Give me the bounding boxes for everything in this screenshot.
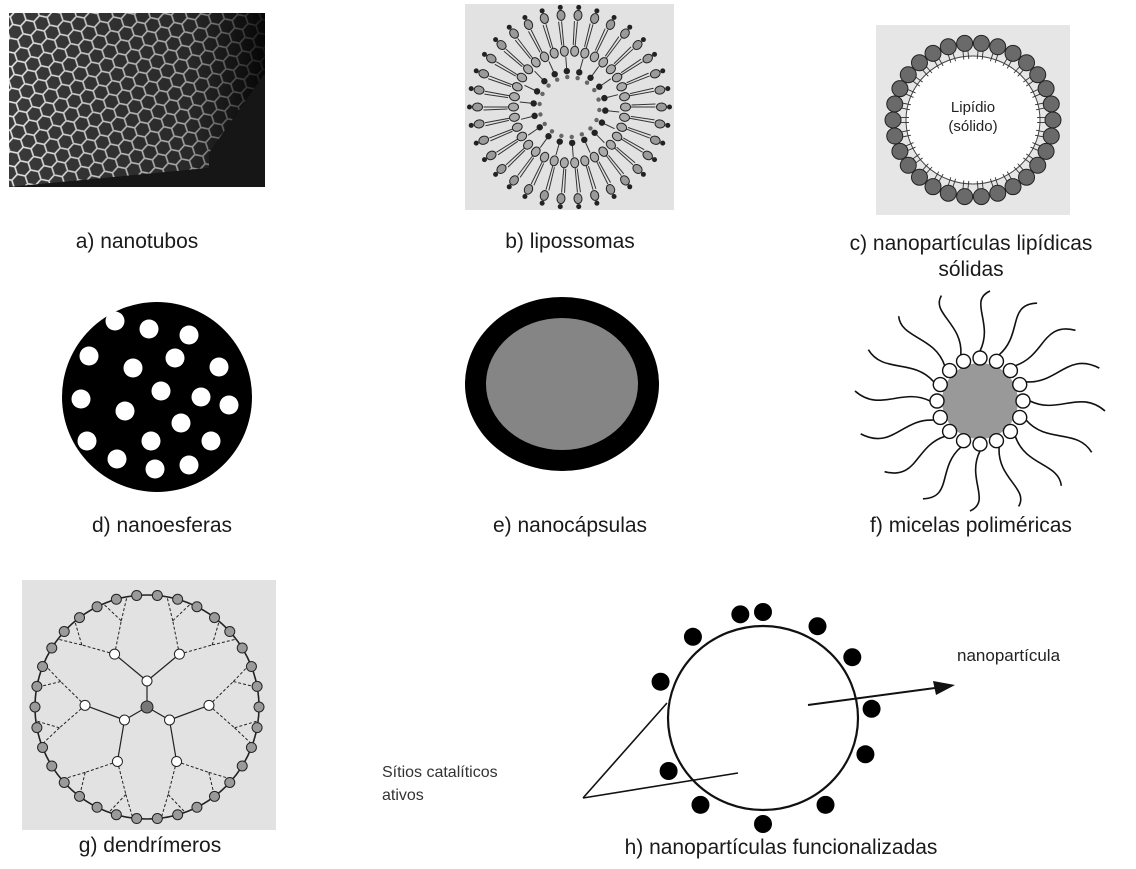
caption-c-line2: sólidas xyxy=(800,257,1136,283)
caption-lipossomas: b) lipossomas xyxy=(470,229,670,255)
nanoparticle-label: nanopartícula xyxy=(957,646,1061,665)
caption-dendrimeros: g) dendrímeros xyxy=(50,833,250,859)
lipid-label: Lipídio xyxy=(951,99,995,116)
caption-nanoparticulas-funcionalizadas: h) nanopartículas funcionalizadas xyxy=(556,835,1006,861)
nanocapsule-image xyxy=(463,296,663,476)
caption-c-line1: c) nanopartículas lipídicas xyxy=(800,231,1136,257)
solid-lipid-nanoparticle-image: Lipídio (sólido) xyxy=(876,25,1070,215)
polymeric-micelle-image xyxy=(848,288,1108,498)
caption-nanoesferas: d) nanoesferas xyxy=(62,513,262,539)
nanosphere-image xyxy=(58,298,258,498)
dendrimer-image xyxy=(22,580,276,830)
lipid-state-label: (sólido) xyxy=(948,118,997,135)
caption-nanocapsulas: e) nanocápsulas xyxy=(470,513,670,539)
active-sites-label-line2: ativos xyxy=(382,787,424,804)
active-sites-label: Sítios catalíticos xyxy=(382,764,498,781)
functionalized-nanoparticle-image: nanopartícula Sítios catalíticos ativos xyxy=(370,585,1130,825)
nanotube-image xyxy=(9,13,265,187)
caption-nanotubos: a) nanotubos xyxy=(37,229,237,255)
liposome-image xyxy=(465,4,674,210)
caption-micelas-polimericas: f) micelas poliméricas xyxy=(806,513,1136,539)
caption-nanoparticulas-lipidicas: c) nanopartículas lipídicas sólidas xyxy=(800,231,1136,283)
